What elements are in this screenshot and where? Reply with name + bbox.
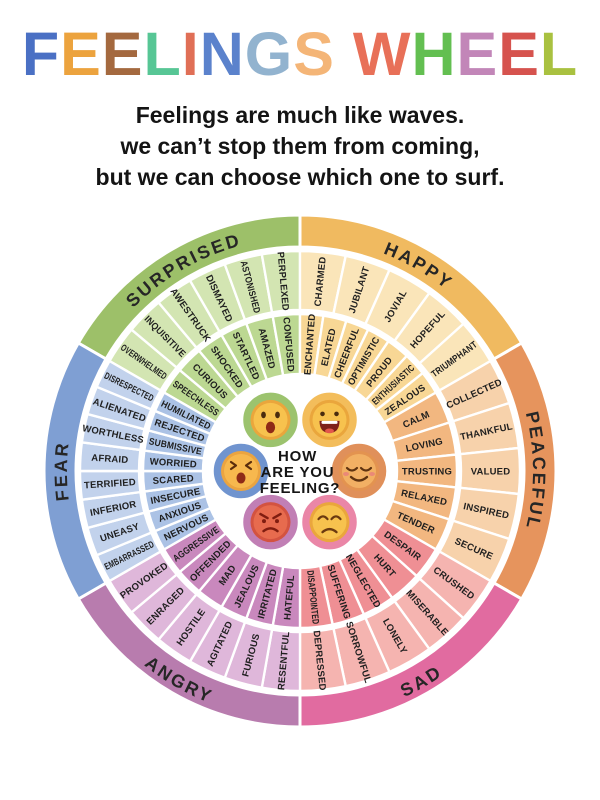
subtitle-line: we can’t stop them from coming, bbox=[120, 133, 480, 160]
subtitle-line: but we can choose which one to surf. bbox=[95, 164, 505, 191]
title-letter: G bbox=[244, 20, 294, 88]
title-letter: E bbox=[498, 20, 540, 88]
section-label-fear: FEAR bbox=[51, 440, 73, 502]
title-letter: E bbox=[60, 20, 102, 88]
emotion-label-hateful: HATEFUL bbox=[282, 575, 297, 621]
title-letter: W bbox=[352, 20, 412, 88]
emotion-label-worried: WORRIED bbox=[149, 456, 197, 470]
title-letter: F bbox=[21, 20, 61, 88]
title-letter: S bbox=[293, 20, 335, 88]
happy-face bbox=[298, 389, 361, 451]
feelings-wheel: SURPRISEDOVERWHELMEDINQUISITIVEAWESTRUCK… bbox=[42, 213, 558, 729]
center-question: HOW ARE YOU FEELING? bbox=[260, 448, 341, 497]
title-letter: L bbox=[143, 20, 182, 88]
poster-title: FEELINGS WHEEL bbox=[0, 0, 600, 86]
emotion-segment-humiliated bbox=[153, 390, 218, 436]
emotion-segment-disrespected bbox=[95, 359, 163, 412]
subtitle-line: Feelings are much like waves. bbox=[135, 102, 465, 129]
title-letter: N bbox=[199, 20, 245, 88]
title-letter: H bbox=[411, 20, 457, 88]
emotion-label-scared: SCARED bbox=[152, 473, 194, 487]
section-band-fear bbox=[42, 340, 109, 602]
emotion-label-resentful: RESENTFUL bbox=[276, 631, 292, 691]
title-letter: I bbox=[181, 20, 200, 88]
sad-face bbox=[298, 491, 361, 553]
emotion-label-charmed: CHARMED bbox=[313, 256, 329, 307]
title-letter bbox=[335, 20, 353, 88]
fear-face bbox=[210, 440, 272, 502]
title-letter: L bbox=[539, 20, 579, 88]
emotion-label-confused: CONFUSED bbox=[280, 317, 296, 373]
title-letter: E bbox=[456, 20, 499, 88]
emotion-label-valued: VALUED bbox=[471, 466, 511, 477]
title-letter: E bbox=[101, 20, 144, 88]
surprised-face bbox=[239, 389, 302, 451]
emotion-label-trusting: TRUSTING bbox=[402, 466, 452, 477]
emotion-label-enchanted: ENCHANTED bbox=[302, 313, 318, 375]
peaceful-face bbox=[328, 440, 390, 502]
subtitle: Feelings are much like waves. we can’t s… bbox=[0, 100, 600, 193]
emotion-label-perplexed: PERPLEXED bbox=[275, 251, 291, 311]
emotion-label-terrified: TERRIFIED bbox=[84, 477, 137, 491]
emotion-label-afraid: AFRAID bbox=[91, 453, 129, 466]
angry-face bbox=[239, 491, 302, 553]
